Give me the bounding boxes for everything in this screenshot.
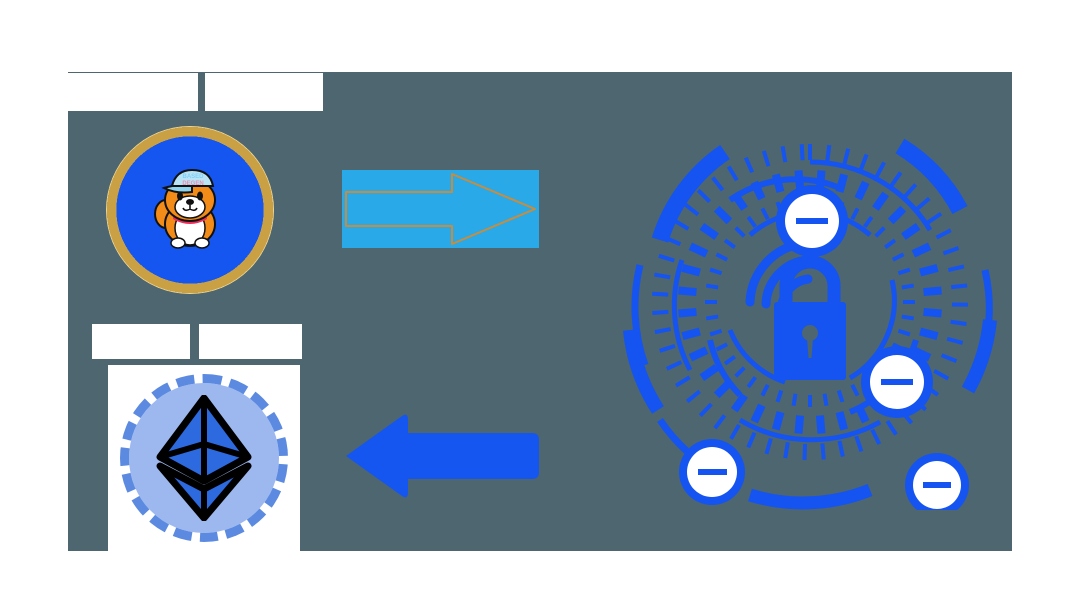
headline-chip-stake: STAKE [68,73,198,111]
headline-chip-earn: EARN [92,324,190,359]
node-bottom-right [905,453,969,510]
cyber-security-lock-graphic [600,90,1020,510]
padlock-icon [774,255,846,380]
cap-text-line2: DEGEN [182,181,203,187]
eth-dashed-ring-icon [120,374,288,542]
headline-chip-with: WITH [199,324,302,359]
swap-arrow-right-icon [345,173,536,245]
ethereum-token-card [108,365,300,551]
node-top [776,185,848,257]
based-degen-token-badge: BASED DEGEN [106,126,274,294]
shiba-mascot-icon: BASED DEGEN [142,162,238,258]
node-right [861,346,933,418]
node-bottom-left [679,439,745,505]
earn-arrow-left-icon [346,414,539,498]
swap-arrow-container [342,170,539,248]
cap-text-line1: BASED [182,174,204,180]
ethereum-logo-icon [156,395,252,521]
headline-chip-swap: SWAP [205,73,323,111]
